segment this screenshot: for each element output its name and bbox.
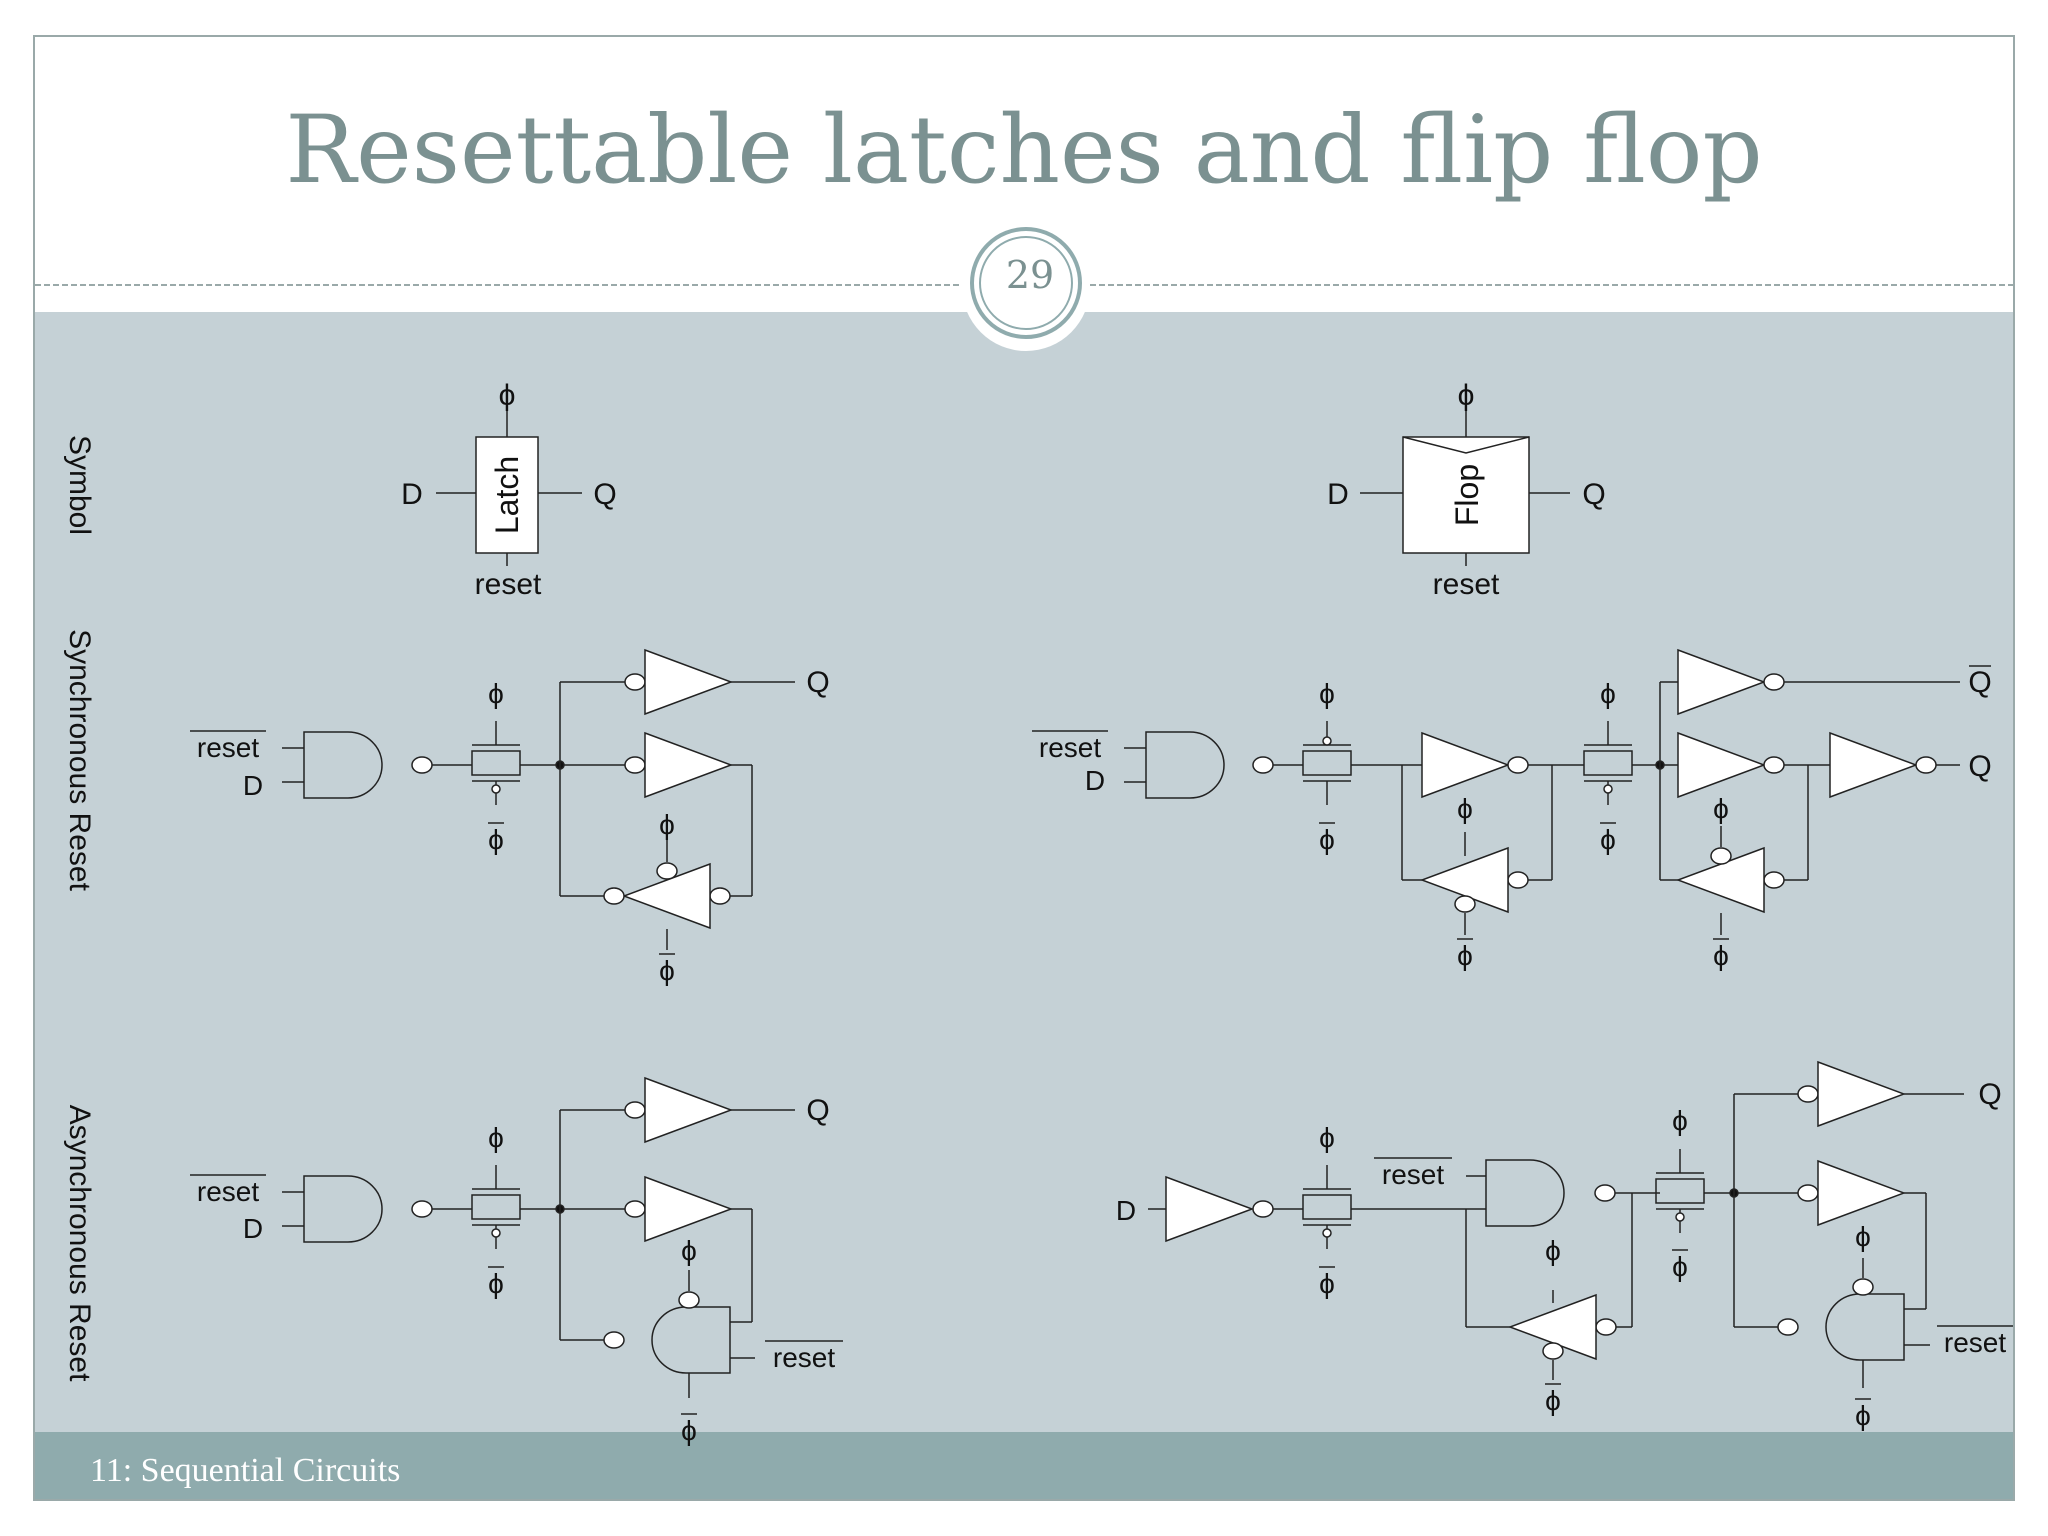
row-label-symbol: Symbol — [63, 435, 96, 535]
sync-latch-clkb: ϕ — [488, 824, 504, 855]
async-flop-clk1: ϕ — [1319, 1122, 1335, 1153]
sync-latch-circuit: reset D ϕ ϕ ϕ ϕ Q — [190, 649, 830, 986]
async-latch-clk-top: ϕ — [488, 1122, 504, 1153]
flop-label: Flop — [1449, 464, 1485, 526]
sync-flop-reset-in: reset — [1039, 732, 1101, 763]
flop-reset: reset — [1433, 568, 1500, 601]
sync-flop-q: Q — [1968, 750, 1991, 783]
footer-bar — [35, 1432, 2013, 1499]
footer-label: 11: Sequential Circuits — [90, 1452, 401, 1489]
async-flop-clkb1: ϕ — [1319, 1268, 1335, 1299]
sync-flop-clk-fb1: ϕ — [1457, 793, 1473, 824]
sync-latch-d-in: D — [243, 770, 263, 801]
content-panel — [35, 312, 2013, 1432]
sync-flop-clk1: ϕ — [1319, 678, 1335, 709]
async-flop-d-in: D — [1116, 1195, 1136, 1226]
async-flop-reset-in: reset — [1382, 1159, 1444, 1190]
async-latch-clkb: ϕ — [488, 1268, 504, 1299]
sync-latch-q: Q — [806, 666, 829, 699]
async-latch-clkb-nand: ϕ — [681, 1415, 697, 1446]
async-flop-clkb-fb: ϕ — [1545, 1385, 1561, 1416]
async-flop-clkb-nand: ϕ — [1855, 1400, 1871, 1431]
sync-flop-clk-fb2: ϕ — [1713, 793, 1729, 824]
latch-q: Q — [593, 478, 616, 511]
row-label-synchronous: Synchronous Reset — [63, 629, 96, 891]
async-flop-circuit: D reset ϕ ϕ ϕ ϕ ϕ ϕ ϕ ϕ reset Q — [1116, 1061, 2013, 1431]
page-badge-outer-ring — [970, 227, 1082, 339]
latch-symbol: Latch ϕ D Q reset — [401, 379, 617, 601]
sync-flop-clkb2: ϕ — [1600, 824, 1616, 855]
flop-symbol: Flop ϕ D Q reset — [1327, 379, 1606, 601]
async-flop-clk2: ϕ — [1672, 1105, 1688, 1136]
sync-latch-clk-fb: ϕ — [659, 809, 675, 840]
sync-latch-clk-top: ϕ — [488, 678, 504, 709]
latch-reset: reset — [475, 568, 542, 601]
latch-clk: ϕ — [499, 379, 516, 412]
flop-d: D — [1327, 478, 1349, 511]
async-latch-q: Q — [806, 1094, 829, 1127]
slide-title: Resettable latches and flip flop — [285, 96, 1763, 205]
async-flop-reset-gate: reset — [1944, 1327, 2006, 1358]
async-latch-circuit: reset D ϕ ϕ ϕ ϕ reset Q — [190, 1077, 843, 1446]
sync-flop-circuit: reset D ϕ ϕ ϕ ϕ ϕ ϕ ϕ ϕ Q Q — [1032, 649, 1992, 971]
sync-flop-clkb1: ϕ — [1319, 824, 1335, 855]
sync-flop-qbar: Q — [1968, 666, 1991, 699]
sync-flop-d-in: D — [1085, 765, 1105, 796]
latch-d: D — [401, 478, 423, 511]
async-flop-clk-nand: ϕ — [1855, 1221, 1871, 1252]
sync-flop-clkb-fb1: ϕ — [1457, 940, 1473, 971]
flop-clk: ϕ — [1458, 379, 1475, 412]
sync-latch-clkb-fb: ϕ — [659, 955, 675, 986]
sync-flop-clkb-fb2: ϕ — [1713, 940, 1729, 971]
latch-label: Latch — [489, 456, 525, 534]
sync-latch-reset-in: reset — [197, 732, 259, 763]
row-label-asynchronous: Asynchronous Reset — [63, 1105, 96, 1382]
page-badge-inner-ring — [979, 236, 1073, 330]
page-badge-bg — [962, 223, 1090, 351]
async-flop-clk-fb: ϕ — [1545, 1235, 1561, 1266]
async-latch-reset-in: reset — [197, 1176, 259, 1207]
async-latch-reset-gate: reset — [773, 1342, 835, 1373]
async-flop-clkb2: ϕ — [1672, 1251, 1688, 1282]
async-latch-clk-nand: ϕ — [681, 1235, 697, 1266]
flop-q: Q — [1582, 478, 1605, 511]
page-number: 29 — [1005, 253, 1055, 297]
async-latch-d-in: D — [243, 1213, 263, 1244]
async-flop-q: Q — [1978, 1078, 2001, 1111]
sync-flop-clk2: ϕ — [1600, 678, 1616, 709]
